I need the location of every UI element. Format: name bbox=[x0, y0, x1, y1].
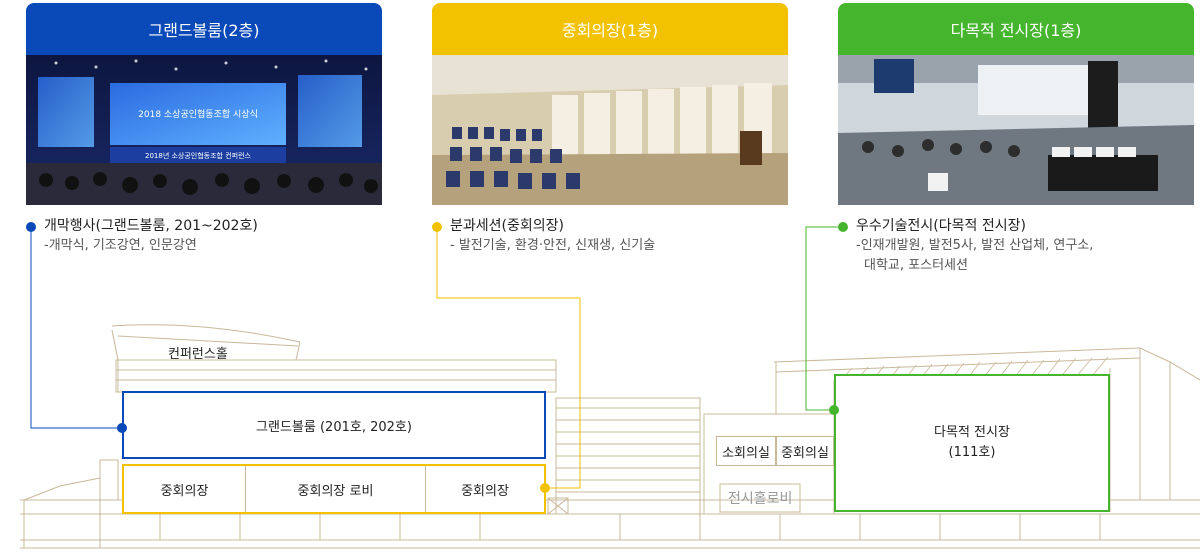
card-grand-ballroom: 그랜드볼룸(2층) 2018 소상공인협동조합 시상식 2018년 소상공인협동… bbox=[26, 3, 382, 206]
mid-room-lobby-label: 중회의장 로비 bbox=[297, 483, 374, 499]
desc-sub: -개막식, 기조강연, 인문강연 bbox=[44, 238, 197, 253]
exhibition-lobby-label: 전시홀로비 bbox=[728, 491, 793, 507]
card-header: 다목적 전시장(1층) bbox=[838, 3, 1194, 55]
ballroom-photo: 2018 소상공인협동조합 시상식 2018년 소상공인협동조합 컨퍼런스 bbox=[26, 55, 382, 205]
small-room-label: 소회의실 bbox=[722, 445, 770, 461]
desc-title: 개막행사(그랜드볼룸, 201~202호) bbox=[44, 218, 258, 234]
desc-sub-2: 대학교, 포스터세션 bbox=[864, 258, 968, 273]
ballroom-banner-text: 2018년 소상공인협동조합 컨퍼런스 bbox=[145, 151, 252, 160]
card-exhibition: 다목적 전시장(1층) bbox=[838, 3, 1194, 206]
exhibition-room-no: (111호) bbox=[948, 445, 996, 460]
small-room: 소회의실 bbox=[716, 436, 776, 466]
card-header: 중회의장(1층) bbox=[432, 3, 788, 55]
conference-hall-label: 컨퍼런스홀 bbox=[168, 347, 228, 362]
exhibition-hall-label: 다목적 전시장 bbox=[934, 425, 1010, 440]
desc-sub: -인재개발원, 발전5사, 발전 산업체, 연구소, bbox=[856, 238, 1094, 253]
marker-yellow-icon bbox=[540, 483, 550, 493]
desc-opening: 개막행사(그랜드볼룸, 201~202호) -개막식, 기조강연, 인문강연 bbox=[44, 216, 258, 256]
grand-ballroom-room: 그랜드볼룸 (201호, 202호) bbox=[122, 391, 546, 459]
marker-green-icon bbox=[829, 405, 839, 415]
mid-room-photo bbox=[432, 55, 788, 205]
exhibition-photo bbox=[838, 55, 1194, 205]
mid-room-left-label: 중회의장 bbox=[160, 483, 209, 499]
desc-sub: - 발전기술, 환경·안전, 신재생, 신기술 bbox=[450, 238, 656, 253]
desc-sessions: 분과세션(중회의장) - 발전기술, 환경·안전, 신재생, 신기술 bbox=[450, 216, 655, 256]
card-mid-room: 중회의장(1층) bbox=[432, 3, 788, 206]
marker-blue-icon bbox=[117, 423, 127, 433]
card-header: 그랜드볼룸(2층) bbox=[26, 3, 382, 55]
mid-room-small-label: 중회의실 bbox=[781, 445, 829, 461]
mid-room-left: 중회의장 bbox=[124, 466, 246, 512]
ballroom-screen-text: 2018 소상공인협동조합 시상식 bbox=[138, 108, 258, 120]
mid-room-lobby: 중회의장 로비 bbox=[246, 466, 426, 512]
mid-room-right: 중회의장 bbox=[426, 466, 544, 512]
mid-room-right-label: 중회의장 bbox=[461, 483, 509, 499]
mid-room-small: 중회의실 bbox=[776, 436, 834, 466]
desc-title: 분과세션(중회의장) bbox=[450, 218, 564, 234]
desc-title: 우수기술전시(다목적 전시장) bbox=[856, 218, 1026, 234]
grand-ballroom-label: 그랜드볼룸 (201호, 202호) bbox=[256, 419, 412, 435]
desc-exhibition: 우수기술전시(다목적 전시장) -인재개발원, 발전5사, 발전 산업체, 연구… bbox=[856, 216, 1093, 276]
exhibition-hall-room: 다목적 전시장 (111호) bbox=[834, 374, 1110, 512]
